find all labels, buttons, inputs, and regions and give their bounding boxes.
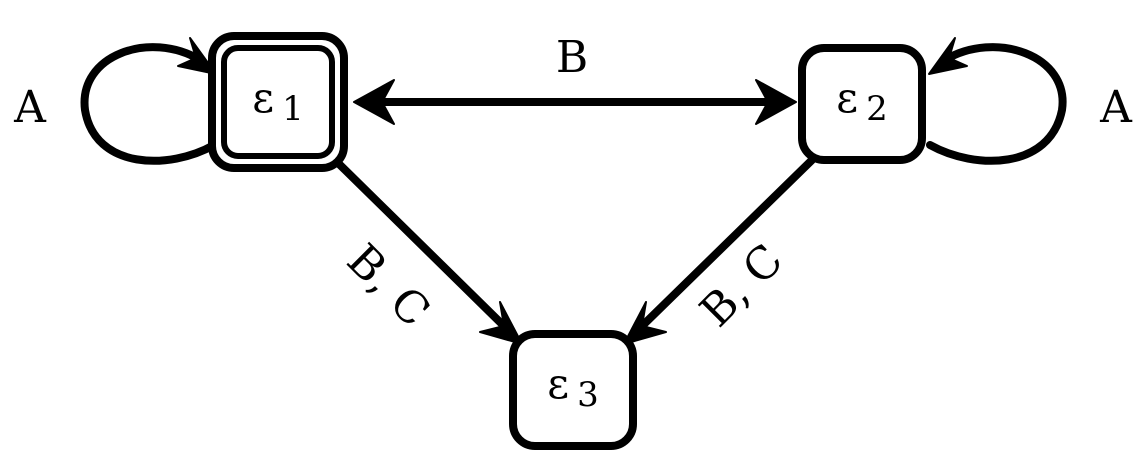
edge-s1-s3 [331,156,523,345]
arrowhead-to-s1 [353,79,395,125]
state-s1-outer-border [208,32,348,172]
arrowhead-s2-s3 [623,301,667,345]
svg-text:ε2: ε2 [836,73,887,129]
state-s2-symbol: ε [836,73,858,122]
self-loop-s1 [80,37,218,165]
svg-text:ε1: ε1 [252,73,303,129]
state-s1-symbol: ε [252,73,274,122]
svg-text:ε3: ε3 [547,359,598,415]
state-s3-border [509,330,637,450]
state-s2-index: 2 [866,89,888,129]
state-s1-inner-border [221,45,335,159]
self-loop-s2 [926,37,1067,165]
edge-s2-s3 [623,156,816,345]
state-s3-index: 3 [577,375,599,415]
state-s1-index: 1 [282,89,304,129]
edge-s1-s2 [353,79,797,125]
edge-label-loop-s1: A [13,82,47,133]
edge-label-s1-s2: B [556,32,588,83]
edge-label-loop-s2: A [1099,82,1133,133]
edge-label-s2-s3: B, C [690,234,793,337]
arrowhead-s1-s3 [479,301,523,345]
state-s2-border [798,44,926,164]
arrowhead-loop-s2 [928,37,968,75]
arrowhead-to-s2 [755,79,797,125]
state-s3-symbol: ε [547,359,569,408]
arrowhead-loop-s1 [177,37,217,75]
